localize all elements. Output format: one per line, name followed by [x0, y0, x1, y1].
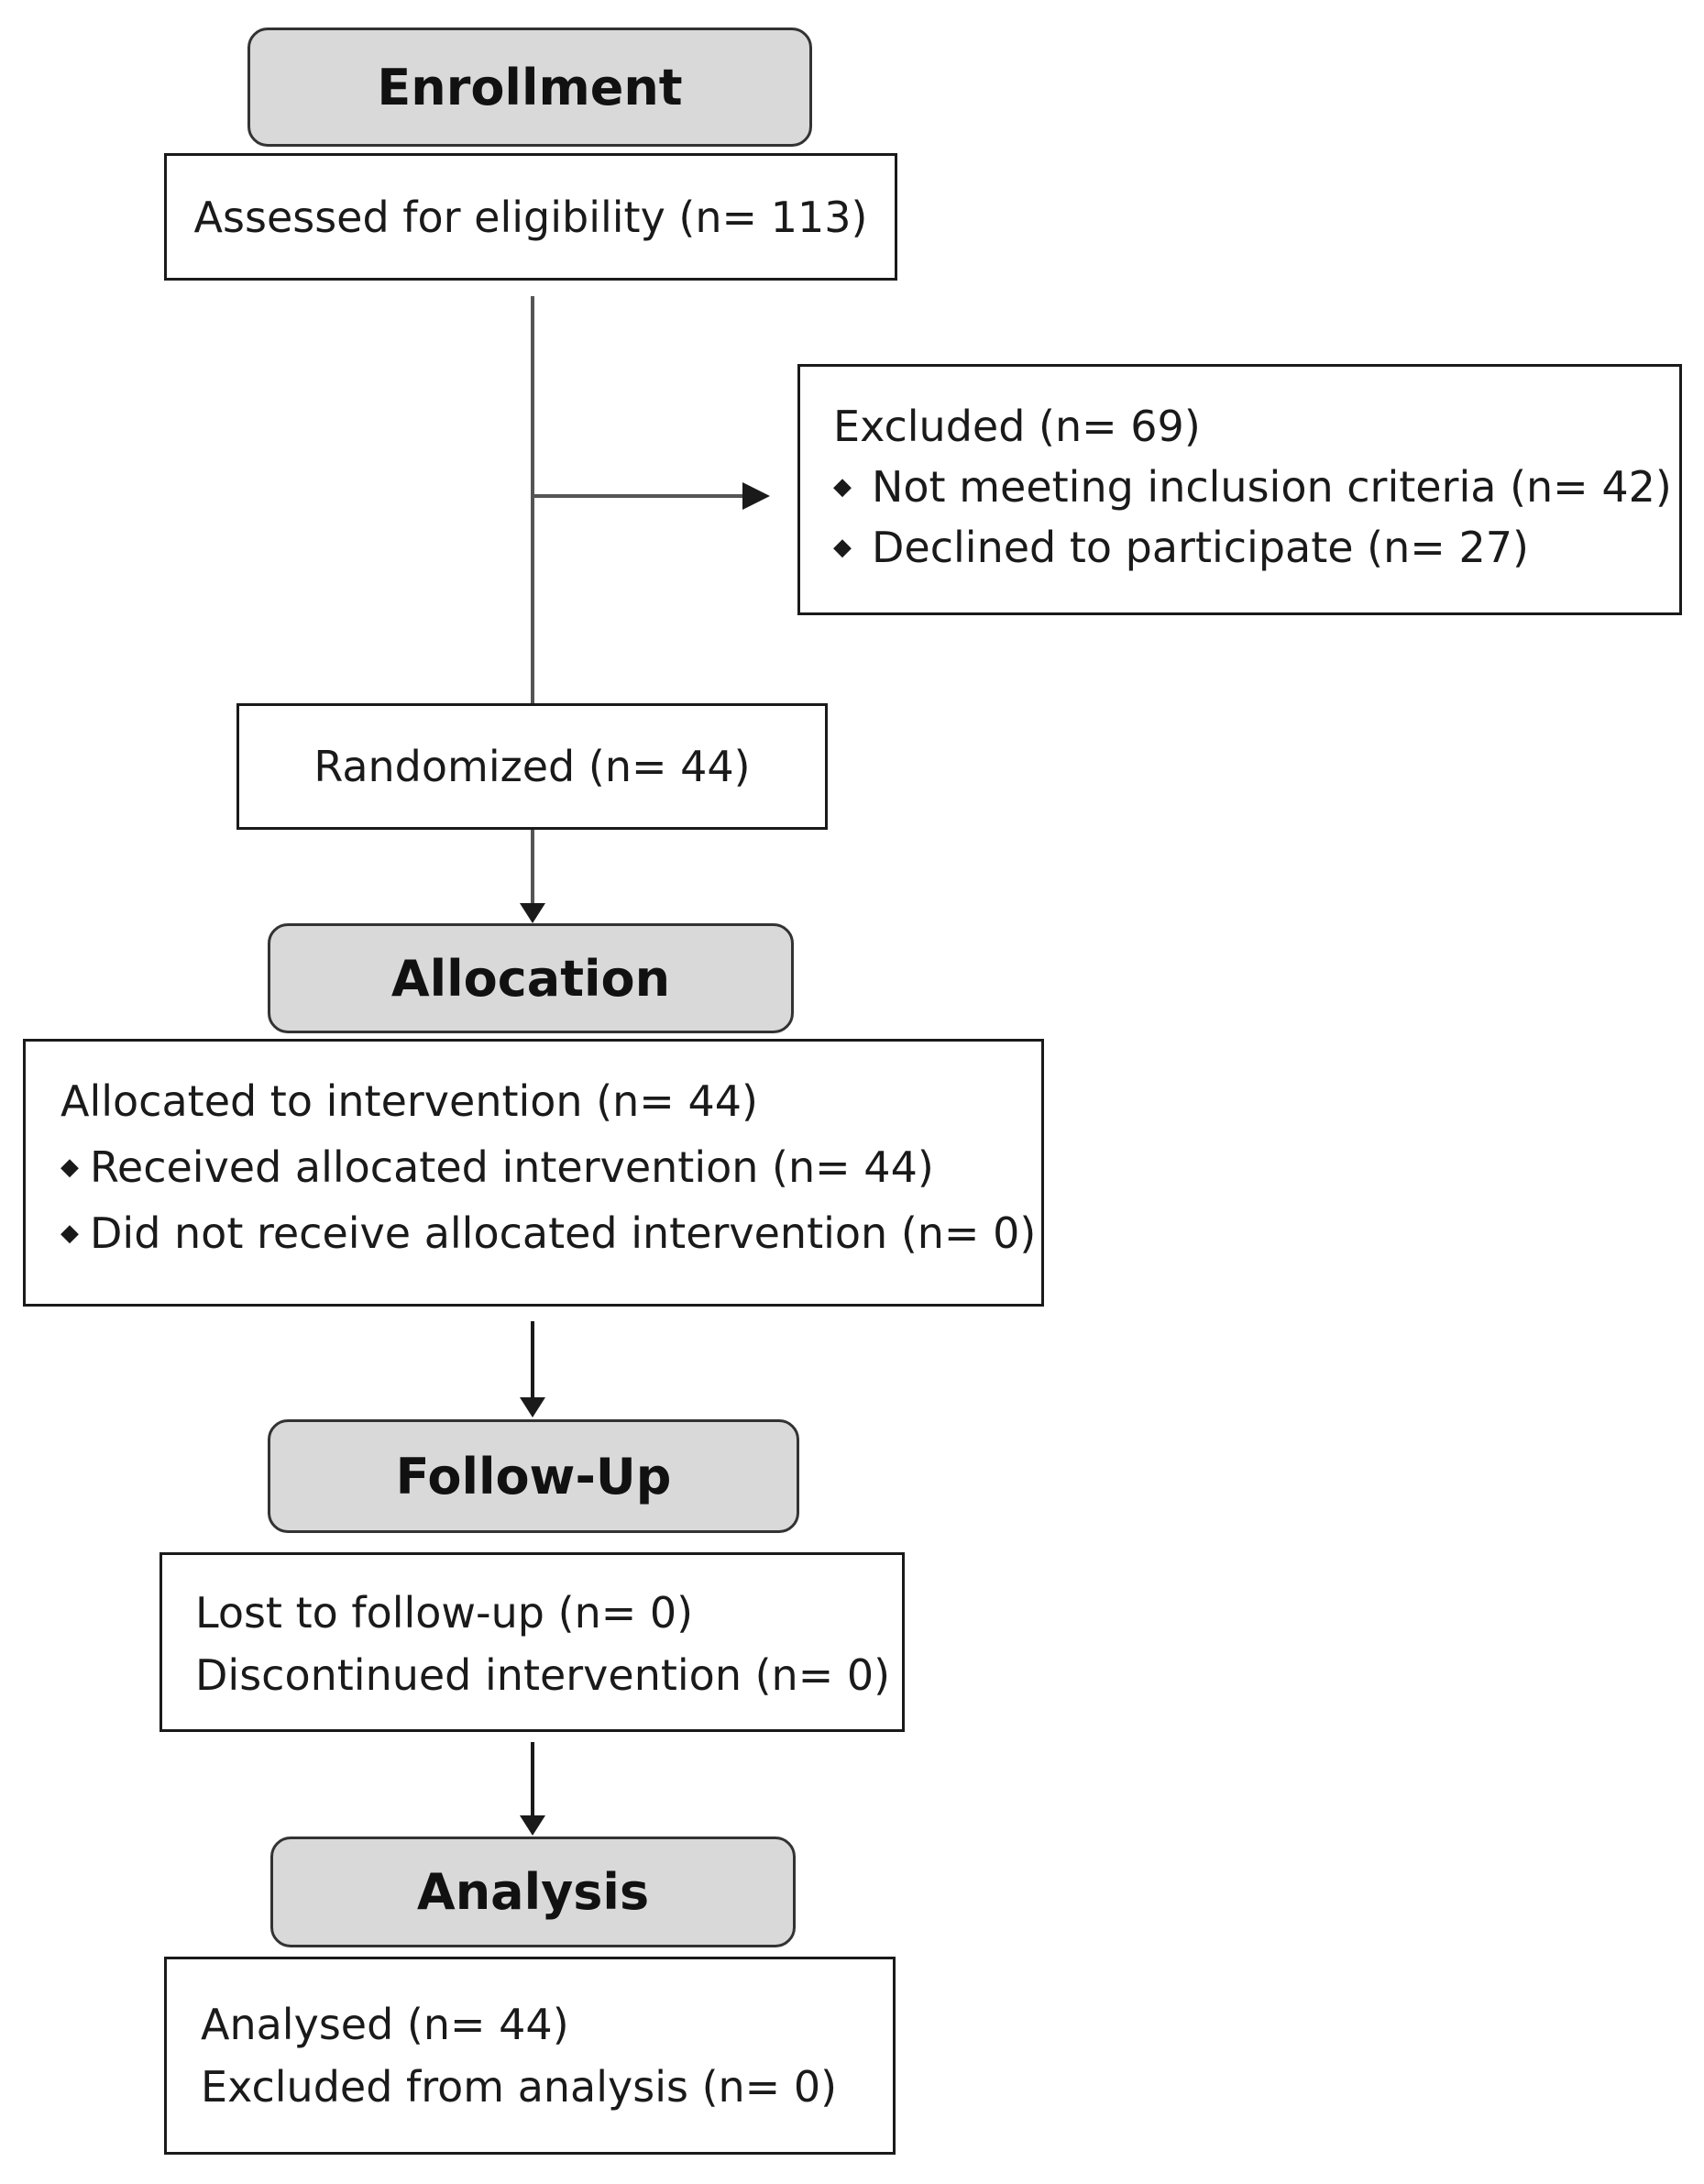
assessed-box: Assessed for eligibility (n= 113) — [164, 153, 897, 281]
allocated-item: ◆Received allocated intervention (n= 44) — [60, 1146, 1041, 1212]
allocated-item: ◆Did not receive allocated intervention … — [60, 1212, 1041, 1278]
arrowhead-allocation — [520, 903, 545, 923]
arrowhead-followup — [520, 1397, 545, 1417]
diamond-bullet-icon: ◆ — [60, 1153, 79, 1181]
stage-label-allocation: Allocation — [390, 949, 671, 1008]
analysis-line: Analysed (n= 44) — [201, 2000, 569, 2049]
excluded-item: ◆ Declined to participate (n= 27) — [833, 526, 1679, 587]
diamond-bullet-icon: ◆ — [60, 1219, 79, 1247]
allocated-item-text: Received allocated intervention (n= 44) — [90, 1142, 934, 1192]
diamond-bullet-icon: ◆ — [833, 472, 852, 501]
allocated-item-text: Did not receive allocated intervention (… — [90, 1208, 1037, 1258]
excluded-item-text: Declined to participate (n= 27) — [872, 523, 1529, 572]
analysis-box: Analysed (n= 44) Excluded from analysis … — [164, 1957, 896, 2155]
allocated-box: Allocated to intervention (n= 44) ◆Recei… — [23, 1039, 1044, 1307]
excluded-item-text: Not meeting inclusion criteria (n= 42) — [872, 462, 1672, 512]
stage-label-enrollment: Enrollment — [377, 58, 683, 116]
follow-up-box: Lost to follow-up (n= 0) Discontinued in… — [159, 1552, 905, 1732]
excluded-title: Excluded (n= 69) — [833, 402, 1201, 451]
arrowhead-excluded — [742, 482, 770, 510]
assessed-text: Assessed for eligibility (n= 113) — [193, 192, 868, 242]
stage-header-analysis: Analysis — [270, 1837, 796, 1947]
stage-header-allocation: Allocation — [268, 923, 794, 1033]
randomized-box: Randomized (n= 44) — [236, 703, 828, 830]
excluded-item: ◆Not meeting inclusion criteria (n= 42) — [833, 466, 1679, 526]
allocated-title: Allocated to intervention (n= 44) — [60, 1076, 758, 1126]
arrowhead-analysis — [520, 1815, 545, 1836]
stage-label-analysis: Analysis — [416, 1863, 650, 1921]
stage-header-follow-up: Follow-Up — [268, 1419, 799, 1533]
randomized-text: Randomized (n= 44) — [313, 742, 751, 791]
follow-up-line: Lost to follow-up (n= 0) — [195, 1588, 694, 1638]
stage-header-enrollment: Enrollment — [247, 28, 812, 147]
analysis-line: Excluded from analysis (n= 0) — [201, 2062, 838, 2112]
follow-up-line: Discontinued intervention (n= 0) — [195, 1650, 891, 1700]
excluded-box: Excluded (n= 69) ◆Not meeting inclusion … — [797, 364, 1682, 615]
diamond-bullet-icon: ◆ — [833, 533, 852, 561]
stage-label-follow-up: Follow-Up — [395, 1447, 672, 1506]
